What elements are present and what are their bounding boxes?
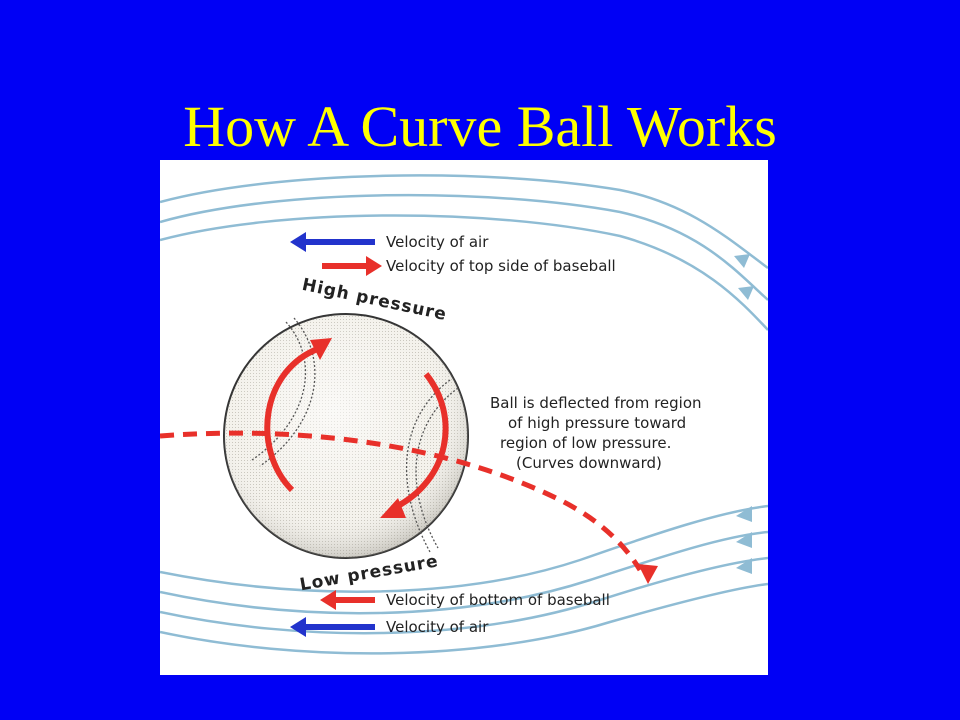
airflow-arrowhead xyxy=(734,254,750,268)
blue-arrowhead xyxy=(290,232,306,252)
legend-bottom: Velocity of bottom of baseball Velocity … xyxy=(290,590,610,637)
airflow-line xyxy=(160,556,768,635)
legend-top: Velocity of air Velocity of top side of … xyxy=(290,232,616,276)
explanation-line: Ball is deflected from region xyxy=(490,394,702,412)
legend-velocity-of-air-top: Velocity of air xyxy=(386,233,489,251)
rotation-arrow-right xyxy=(392,372,449,511)
airflow-arrowhead xyxy=(736,558,752,574)
slide-title: How A Curve Ball Works xyxy=(183,94,777,159)
legend-velocity-of-bottom: Velocity of bottom of baseball xyxy=(386,591,610,609)
airflow-lines-bottom xyxy=(160,504,768,655)
rotation-arrowhead-right xyxy=(380,498,406,518)
diagram-canvas: Velocity of air Velocity of top side of … xyxy=(160,174,768,655)
airflow-arrowhead xyxy=(736,532,752,548)
airflow-line xyxy=(160,174,768,270)
explanation-line: (Curves downward) xyxy=(516,454,662,472)
airflow-arrowheads-bottom xyxy=(736,506,752,574)
airflow-lines-top xyxy=(160,174,768,331)
legend-velocity-of-top-side: Velocity of top side of baseball xyxy=(386,257,616,275)
blue-arrowhead xyxy=(290,617,306,637)
red-arrowhead xyxy=(366,256,382,276)
trajectory-arrowhead xyxy=(638,564,658,584)
airflow-line xyxy=(160,582,768,655)
explanation-line: region of low pressure. xyxy=(500,434,671,452)
rotation-arrowhead-left xyxy=(310,338,332,360)
airflow-line xyxy=(160,504,768,593)
rotation-arrow-left xyxy=(264,345,322,493)
explanation-text: Ball is deflected from region of high pr… xyxy=(490,394,702,472)
airflow-arrowheads-top xyxy=(734,254,754,300)
airflow-line xyxy=(160,530,768,615)
airflow-line xyxy=(160,193,768,301)
explanation-line: of high pressure toward xyxy=(508,414,686,432)
baseball xyxy=(223,313,469,559)
red-arrowhead xyxy=(320,590,336,610)
legend-velocity-of-air-bottom: Velocity of air xyxy=(386,618,489,636)
airflow-arrowhead xyxy=(736,506,752,522)
airflow-line xyxy=(160,214,768,331)
airflow-arrowhead xyxy=(738,286,754,300)
curve-ball-diagram: Velocity of air Velocity of top side of … xyxy=(160,160,768,675)
